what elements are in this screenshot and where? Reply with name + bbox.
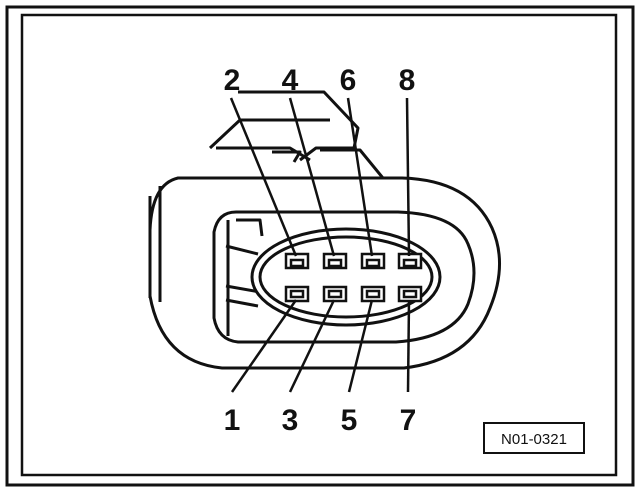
leader-8 [405, 97, 411, 257]
pin-label-3: 3 [282, 404, 299, 437]
outer-frame [5, 5, 635, 487]
leader-2 [229, 97, 298, 257]
connector-housing [148, 90, 501, 370]
terminal-6 [360, 252, 386, 270]
pin-label-4: 4 [282, 64, 299, 97]
terminal-array [284, 252, 423, 303]
reference-code: N01-0321 [501, 431, 567, 448]
terminal-8 [397, 252, 423, 270]
pin-label-1: 1 [224, 404, 241, 437]
pin-label-2: 2 [224, 64, 241, 97]
leader-5 [347, 299, 374, 393]
leader-3 [288, 299, 336, 393]
terminal-2 [284, 252, 310, 270]
leader-1 [230, 299, 298, 393]
pin-label-5: 5 [341, 404, 358, 437]
inner-frame [20, 13, 618, 477]
reference-box: N01-0321 [483, 422, 585, 454]
terminal-4 [322, 252, 348, 270]
terminal-5 [360, 285, 386, 303]
leader-lines [229, 97, 411, 393]
terminal-7 [397, 285, 423, 303]
leader-7 [406, 299, 411, 393]
pin-label-8: 8 [399, 64, 416, 97]
leader-4 [288, 97, 336, 257]
pin-label-6: 6 [340, 64, 357, 97]
terminal-1 [284, 285, 310, 303]
leader-6 [346, 97, 374, 257]
terminal-3 [322, 285, 348, 303]
pin-label-7: 7 [400, 404, 417, 437]
